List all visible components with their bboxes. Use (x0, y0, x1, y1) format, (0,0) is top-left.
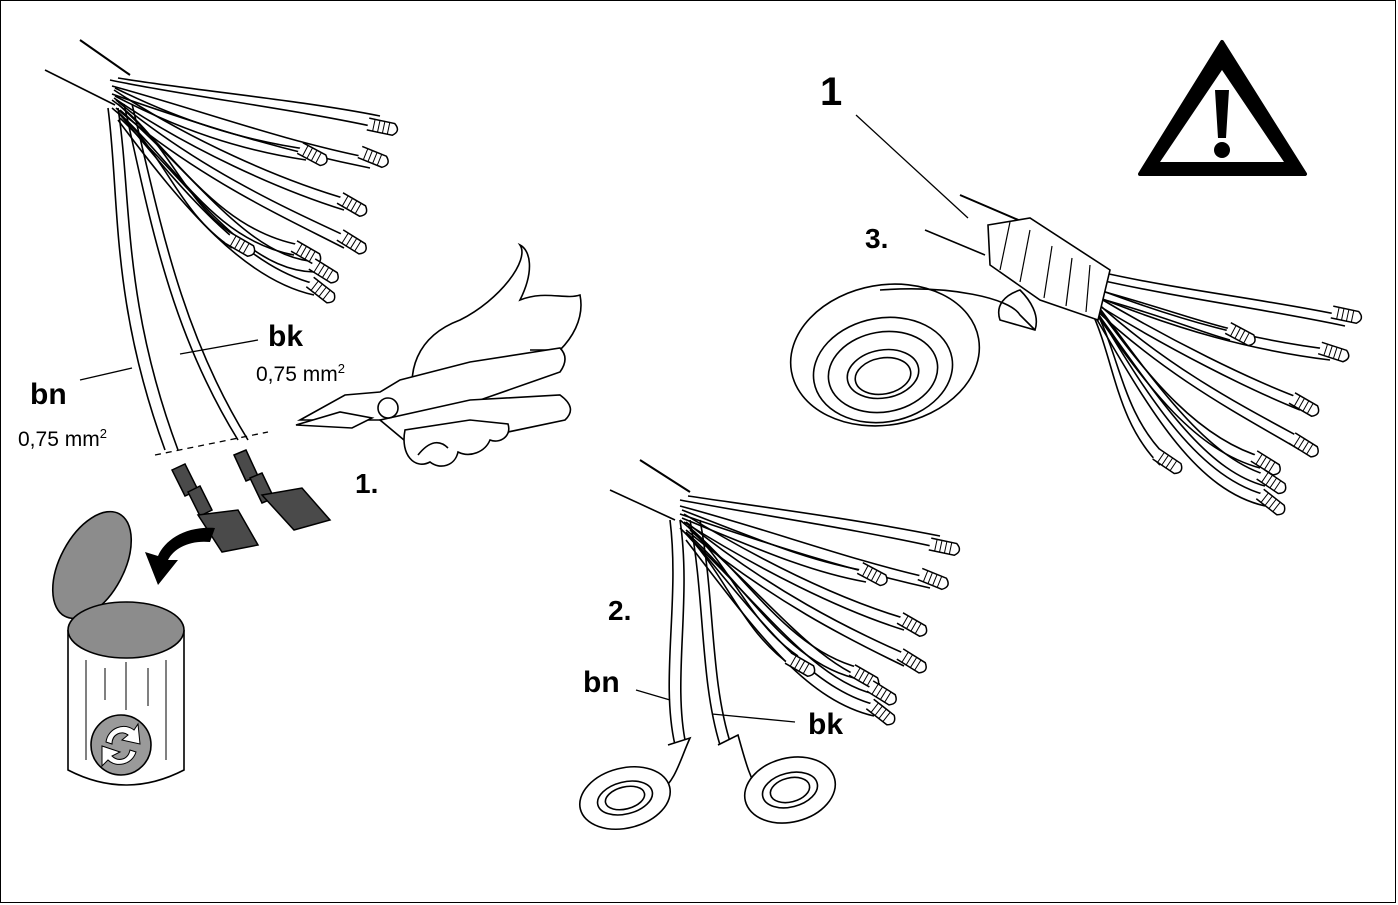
recycle-bin-icon (37, 499, 184, 785)
part-number-label: 1 (820, 72, 842, 112)
cable-bundle-step1 (45, 40, 380, 455)
step-2-label: 2. (608, 597, 631, 625)
cross-section-bk-label: 0,75 mm2 (256, 362, 345, 385)
wire-bk-label-step2: bk (808, 710, 843, 740)
warning-icon (1140, 42, 1305, 174)
step-1-label: 1. (355, 470, 378, 498)
step-3-label: 3. (865, 225, 888, 253)
discard-arrow-icon (145, 528, 215, 585)
tape-roll-icon (779, 270, 1036, 441)
wire-tips-step1 (225, 118, 399, 305)
cross-section-bn-label: 0,75 mm2 (18, 427, 107, 450)
insulating-tape-icon (573, 735, 842, 838)
wire-tips-step2 (785, 538, 961, 727)
wire-bn-label-step2: bn (583, 668, 620, 698)
wire-bk-label-step1: bk (268, 322, 303, 352)
wire-bn-label-step1: bn (30, 380, 67, 410)
